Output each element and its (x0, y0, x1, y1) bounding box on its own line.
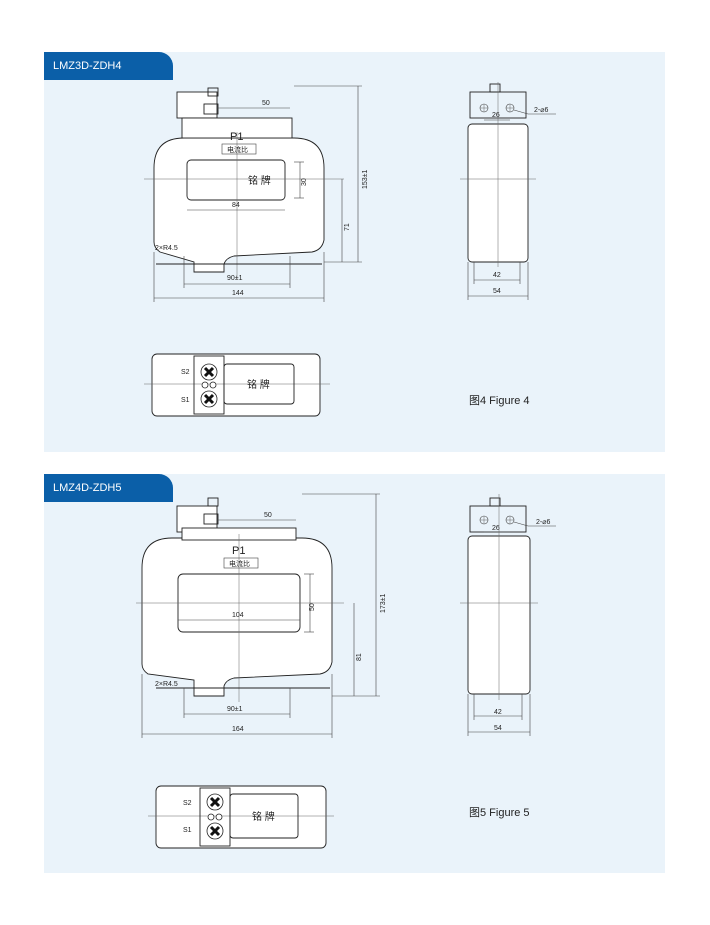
dim-base-width: 144 (232, 290, 244, 297)
nameplate-label: 铭 牌 (247, 378, 270, 391)
bottom-view-body (151, 353, 321, 417)
dim-side-inner: 42 (494, 709, 502, 716)
model-tab: LMZ3D-ZDH4 (44, 52, 173, 80)
dim-base-width: 164 (232, 726, 244, 733)
window (186, 159, 286, 201)
dim-top-width: 50 (264, 512, 272, 519)
dim-top-width: 50 (262, 100, 270, 107)
dim-center-height: 71 (344, 223, 351, 231)
dim-window-width: 104 (232, 612, 244, 619)
dim-side-inner: 42 (493, 272, 501, 279)
terminal-p1-label: P1 (232, 545, 245, 557)
dim-hole-spacing: 90±1 (227, 275, 243, 282)
terminal-screw-icon (200, 363, 218, 408)
ratio-label: 电流比 (227, 145, 248, 154)
dim-radius: 2×R4.5 (155, 245, 178, 252)
dim-side-holes: 2-⌀6 (534, 107, 548, 114)
nameplate-label: 铭 牌 (248, 174, 271, 187)
dim-window-width: 84 (232, 202, 240, 209)
figure-4-drawing: 50 30 84 153±1 71 2×R4.5 90±1 144 P1 电流比… (144, 82, 556, 417)
dim-side-top: 26 (492, 112, 500, 119)
figure-caption: 图5 Figure 5 (469, 807, 530, 819)
dim-side-top: 26 (492, 525, 500, 532)
terminal-s2-label: S2 (183, 800, 192, 807)
dim-radius: 2×R4.5 (155, 681, 178, 688)
ratio-label: 电流比 (229, 559, 250, 568)
figure-caption: 图4 Figure 4 (469, 395, 530, 407)
dim-total-height: 173±1 (380, 593, 387, 613)
dim-center-height: 81 (356, 653, 363, 661)
terminal-p1-label: P1 (230, 131, 243, 143)
dim-side-holes: 2-⌀6 (536, 519, 550, 526)
dim-window-height: 30 (301, 178, 308, 186)
figure-5-panel: LMZ4D-ZDH5 50 50 104 173±1 81 2×R4.5 90±… (44, 474, 665, 873)
dim-side-outer: 54 (493, 288, 501, 295)
terminal-s2-label: S2 (181, 369, 190, 376)
dim-hole-spacing: 90±1 (227, 706, 243, 713)
model-tab: LMZ4D-ZDH5 (44, 474, 173, 502)
nameplate-label: 铭 牌 (252, 810, 275, 823)
dim-side-outer: 54 (494, 725, 502, 732)
figure-5-drawing: 50 50 104 173±1 81 2×R4.5 90±1 164 P1 电流… (136, 493, 556, 849)
bottom-view-body (155, 785, 327, 849)
terminal-screw-icon (206, 793, 224, 840)
dim-total-height: 153±1 (362, 169, 369, 189)
dim-window-height: 50 (309, 603, 316, 611)
figure-4-panel: LMZ3D-ZDH4 50 30 84 153±1 71 2×R4.5 90±1 (44, 52, 665, 452)
terminal-s1-label: S1 (183, 827, 192, 834)
terminal-s1-label: S1 (181, 397, 190, 404)
